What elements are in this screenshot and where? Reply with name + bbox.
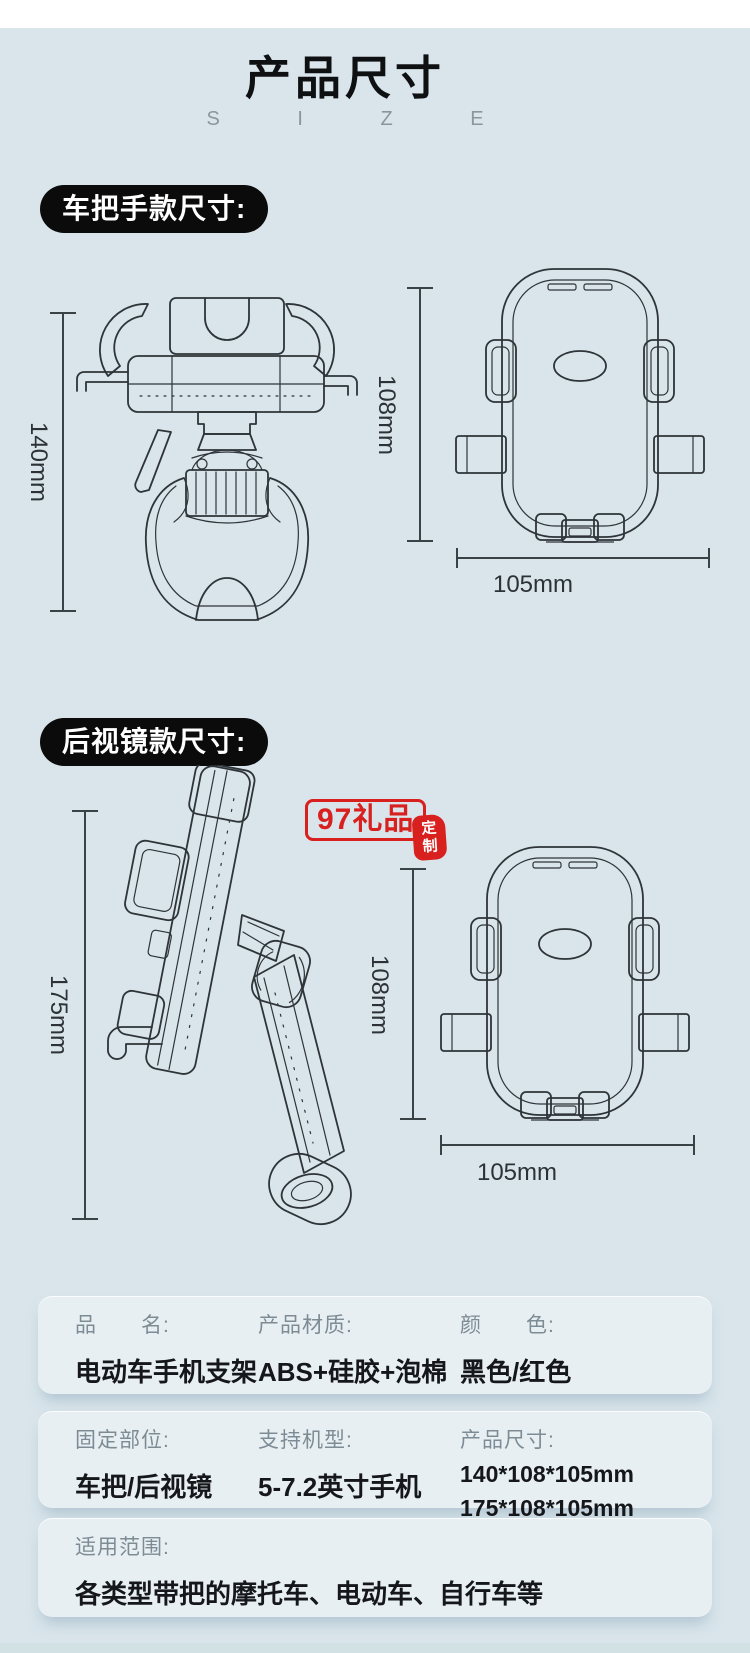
dim-label-105mm-1: 105mm — [492, 571, 574, 598]
dim-cap — [400, 868, 426, 870]
dim-cap — [693, 1135, 695, 1155]
spec-label: 颜 色: — [460, 1314, 555, 1337]
spec-label: 支持机型: — [258, 1429, 353, 1452]
spec-cell-product-size: 产品尺寸: 140*108*105mm 175*108*105mm — [460, 1424, 634, 1522]
spec-cell-product-name: 品 名: 电动车手机支架 — [75, 1309, 257, 1389]
phone-holder-front-drawing — [455, 268, 705, 543]
top-white-band — [0, 0, 750, 28]
spec-label: 品 名: — [75, 1314, 170, 1337]
spec-label: 适用范围: — [75, 1536, 170, 1559]
dim-line — [62, 314, 64, 610]
handlebar-mount-drawing — [76, 297, 358, 621]
spec-value: 各类型带把的摩托车、电动车、自行车等 — [75, 1579, 544, 1609]
phone-holder-front-drawing-2 — [440, 846, 690, 1121]
spec-row-3: 适用范围: 各类型带把的摩托车、电动车、自行车等 — [38, 1518, 712, 1617]
spec-value-line-1: 140*108*105mm — [460, 1461, 634, 1487]
seal-char-2: 制 — [422, 836, 439, 855]
dim-cap — [50, 312, 76, 314]
dim-line — [442, 1144, 693, 1146]
dim-line-108mm-1 — [407, 287, 433, 542]
spec-label: 产品尺寸: — [460, 1429, 555, 1452]
mirror-size-badge: 后视镜款尺寸: — [40, 718, 269, 766]
dim-cap — [72, 1218, 98, 1220]
spec-label: 产品材质: — [258, 1314, 353, 1337]
dim-cap — [400, 1118, 426, 1120]
bottom-tint-band — [0, 1643, 750, 1653]
dim-line — [458, 557, 708, 559]
dim-cap — [407, 540, 433, 542]
spec-value: 黑色/红色 — [460, 1357, 572, 1387]
dim-label-108mm-1: 108mm — [373, 374, 400, 456]
dim-cap — [708, 548, 710, 568]
spec-value: 电动车手机支架 — [75, 1357, 258, 1387]
dim-line-105mm-1 — [456, 548, 710, 568]
mirror-mount-drawing — [107, 765, 352, 1225]
spec-cell-supported-phones: 支持机型: 5-7.2英寸手机 — [258, 1424, 421, 1504]
dim-line-140mm — [50, 312, 76, 612]
dim-cap — [456, 548, 458, 568]
spec-value: ABS+硅胶+泡棉 — [258, 1357, 448, 1387]
dim-line-105mm-2 — [440, 1135, 695, 1155]
spec-value: 车把/后视镜 — [75, 1472, 213, 1502]
dim-label-108mm-2: 108mm — [366, 954, 393, 1036]
brand-watermark: 97礼品 — [305, 799, 427, 841]
dim-cap — [440, 1135, 442, 1155]
dim-label-175mm: 175mm — [45, 974, 72, 1056]
spec-value-line-2: 175*108*105mm — [460, 1495, 634, 1522]
spec-row-2: 固定部位: 车把/后视镜 支持机型: 5-7.2英寸手机 产品尺寸: 140*1… — [38, 1411, 712, 1521]
dim-line-175mm — [72, 810, 98, 1220]
custom-seal-stamp: 定 制 — [411, 813, 448, 862]
spec-value: 5-7.2英寸手机 — [258, 1472, 422, 1502]
dim-line-108mm-2 — [400, 868, 426, 1120]
dim-cap — [50, 610, 76, 612]
spec-cell-material: 产品材质: ABS+硅胶+泡棉 — [258, 1309, 447, 1389]
dim-line — [84, 812, 86, 1218]
spec-label: 固定部位: — [75, 1429, 170, 1452]
spec-cell-color: 颜 色: 黑色/红色 — [460, 1309, 571, 1389]
seal-char-1: 定 — [420, 819, 437, 838]
dim-label-105mm-2: 105mm — [476, 1159, 558, 1186]
dim-line — [419, 289, 421, 540]
page-title: 产品尺寸 — [245, 52, 445, 104]
page-subtitle: S I Z E — [206, 108, 520, 130]
dim-cap — [72, 810, 98, 812]
dim-label-140mm: 140mm — [25, 421, 52, 503]
handlebar-size-badge: 车把手款尺寸: — [40, 185, 269, 233]
dim-line — [412, 870, 414, 1118]
spec-cell-mount-position: 固定部位: 车把/后视镜 — [75, 1424, 212, 1504]
spec-cell-applicable-range: 适用范围: 各类型带把的摩托车、电动车、自行车等 — [75, 1531, 543, 1611]
spec-row-1: 品 名: 电动车手机支架 产品材质: ABS+硅胶+泡棉 颜 色: 黑色/红色 — [38, 1296, 712, 1394]
dim-cap — [407, 287, 433, 289]
